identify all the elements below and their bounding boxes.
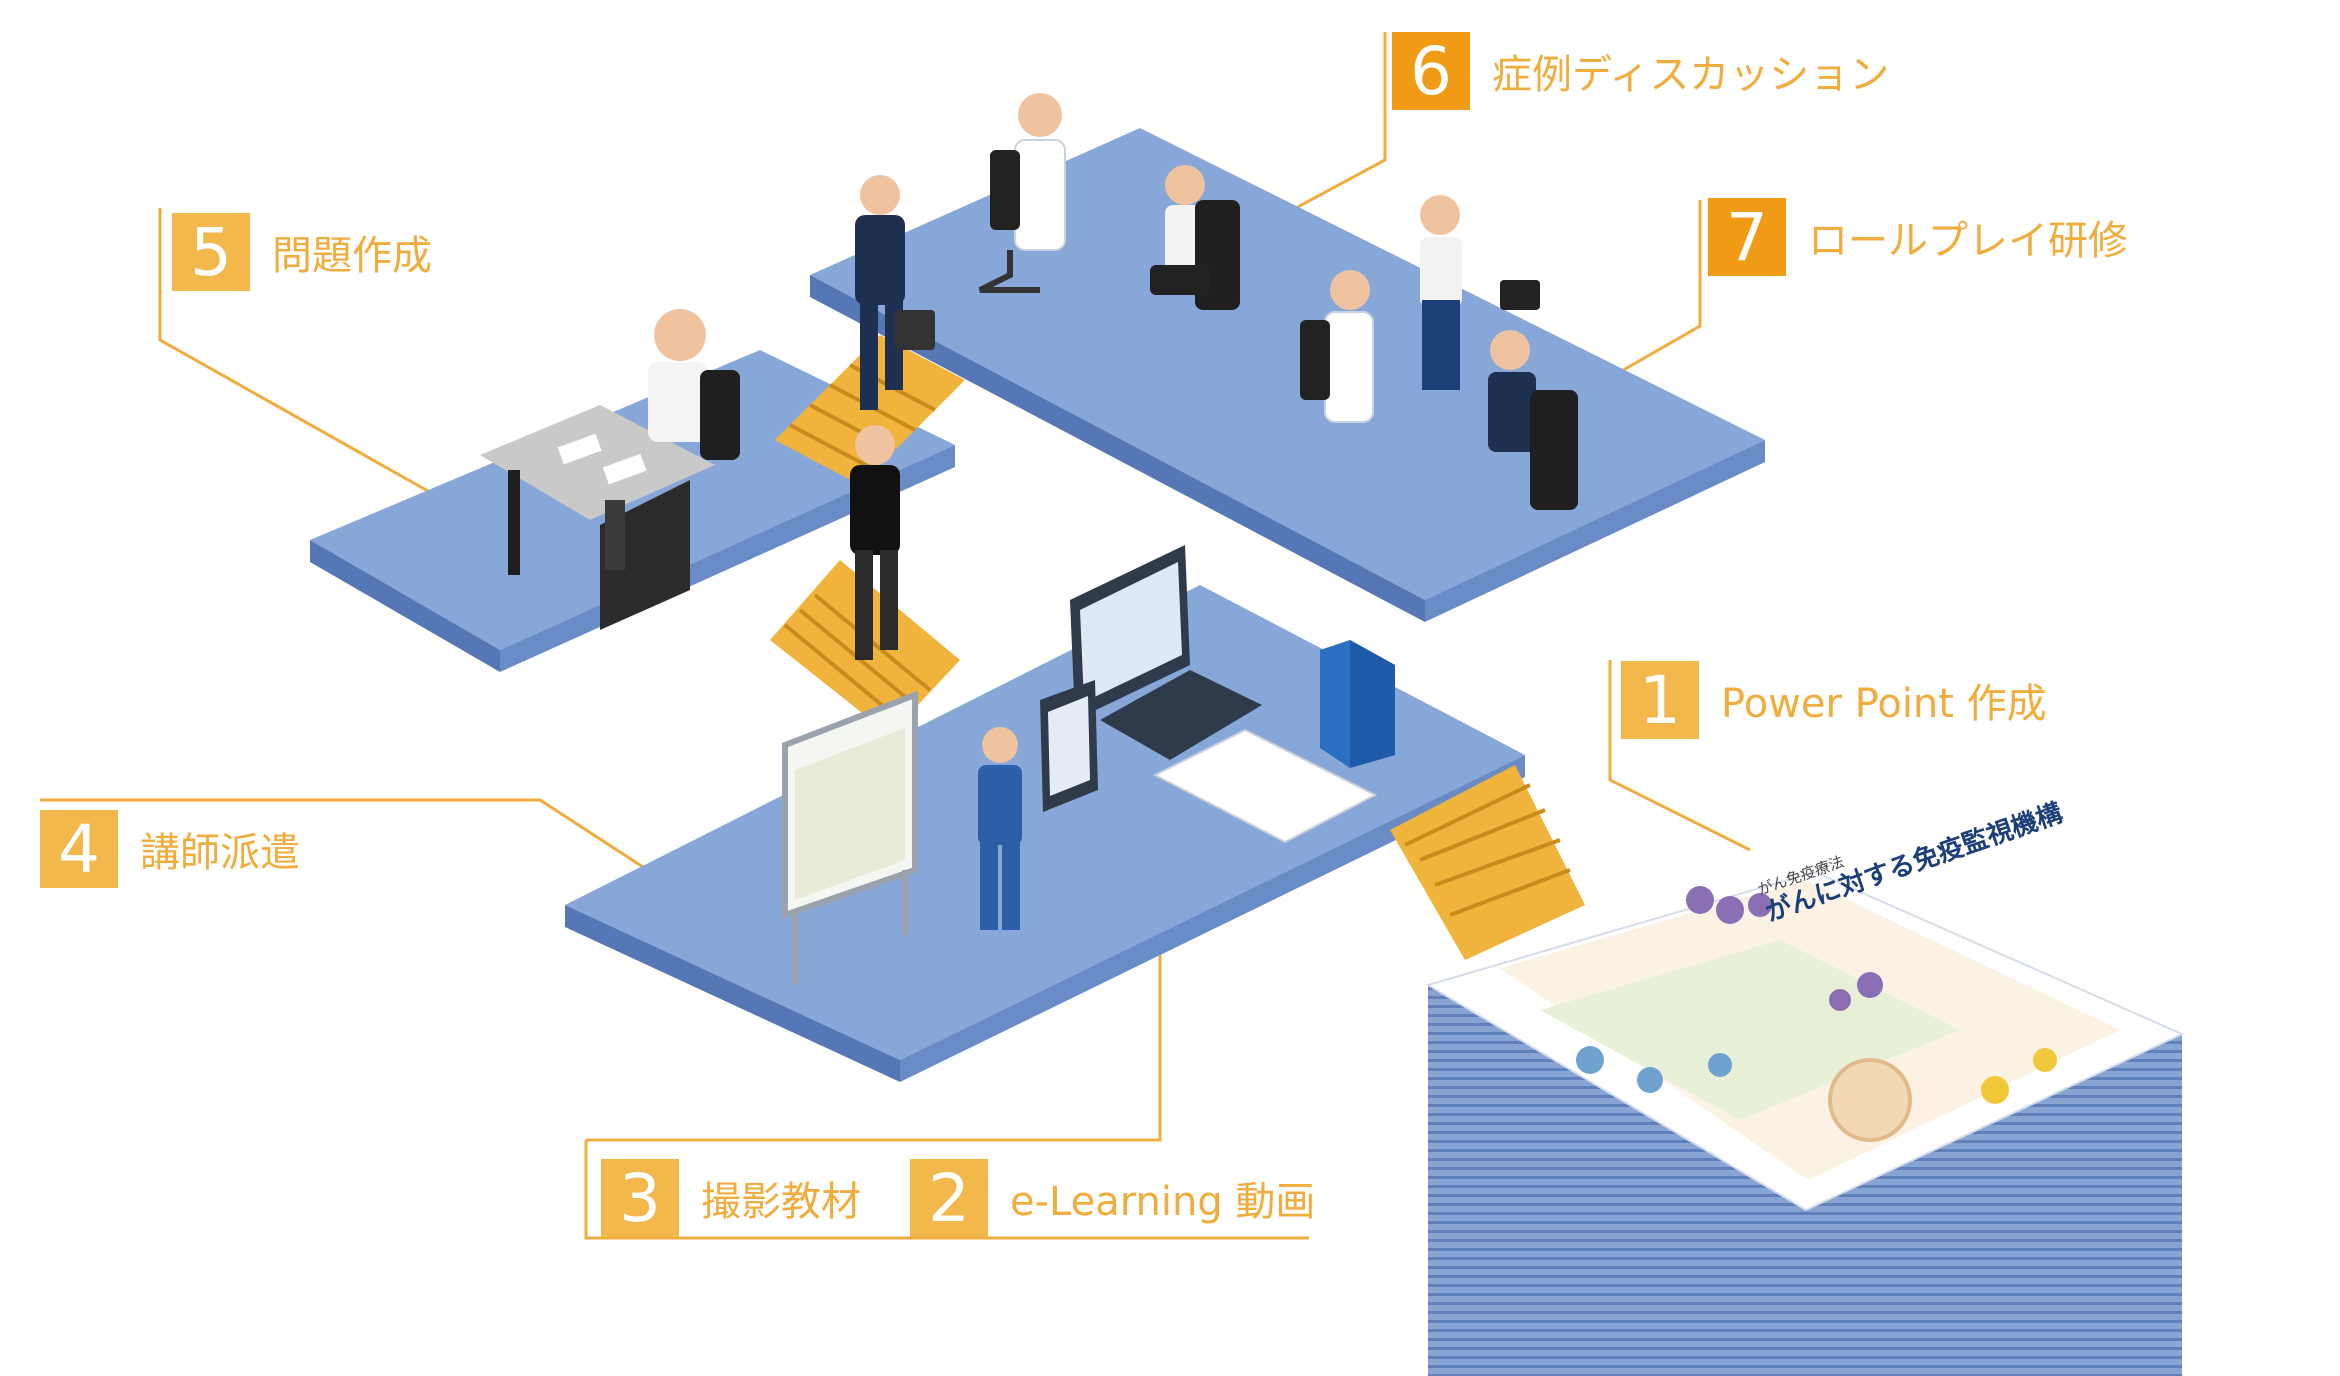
- label-case-discussion: 6 症例ディスカッション: [1392, 32, 1889, 110]
- label-role-play: 7 ロールプレイ研修: [1708, 198, 2128, 276]
- label-text-1: Power Point 作成: [1721, 681, 2047, 727]
- label-text-5: 問題作成: [272, 233, 432, 279]
- label-lecturer: 4 講師派遣: [40, 810, 300, 888]
- badge-6: 6: [1392, 32, 1470, 110]
- slide-title: がんに対する免疫監視機構: [1761, 797, 2066, 928]
- badge-2: 2: [910, 1159, 988, 1237]
- connector-lines: [40, 32, 1751, 1240]
- label-filming: 3 撮影教材: [601, 1159, 861, 1237]
- label-powerpoint: 1 Power Point 作成: [1621, 661, 2047, 739]
- floor-lecture: [565, 545, 1525, 1082]
- badge-5: 5: [172, 213, 250, 291]
- label-text-7: ロールプレイ研修: [1808, 218, 2128, 264]
- label-text-4: 講師派遣: [140, 830, 300, 876]
- label-text-2: e-Learning 動画: [1010, 1179, 1316, 1225]
- stairs-middle: [770, 425, 960, 735]
- label-elearning: 2 e-Learning 動画: [910, 1159, 1315, 1237]
- stairs-upper: [775, 175, 965, 485]
- floor-discussion: [810, 93, 1765, 622]
- label-text-6: 症例ディスカッション: [1492, 52, 1890, 98]
- badge-3: 3: [601, 1159, 679, 1237]
- label-text-3: 撮影教材: [701, 1179, 861, 1225]
- badge-4: 4: [40, 810, 118, 888]
- label-question: 5 問題作成: [172, 213, 432, 291]
- badge-7: 7: [1708, 198, 1786, 276]
- stairs-lower: [1390, 765, 1585, 960]
- badge-1: 1: [1621, 661, 1699, 739]
